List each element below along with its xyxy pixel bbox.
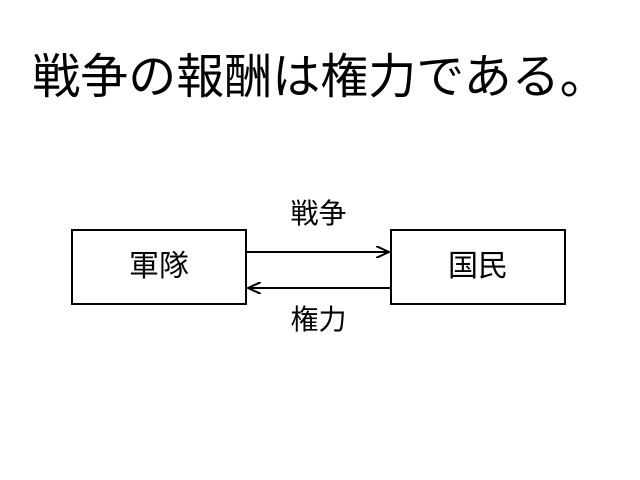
- diagram-node-army: 軍隊: [71, 229, 247, 305]
- edge-label-war: 戦争: [290, 197, 347, 230]
- edge-label-power: 権力: [290, 303, 347, 336]
- diagram-node-army-label: 軍隊: [129, 249, 189, 284]
- diagram-node-citizens-label: 国民: [448, 249, 508, 284]
- diagram-node-citizens: 国民: [390, 229, 566, 305]
- page-title: 戦争の報酬は権力である。: [32, 49, 608, 105]
